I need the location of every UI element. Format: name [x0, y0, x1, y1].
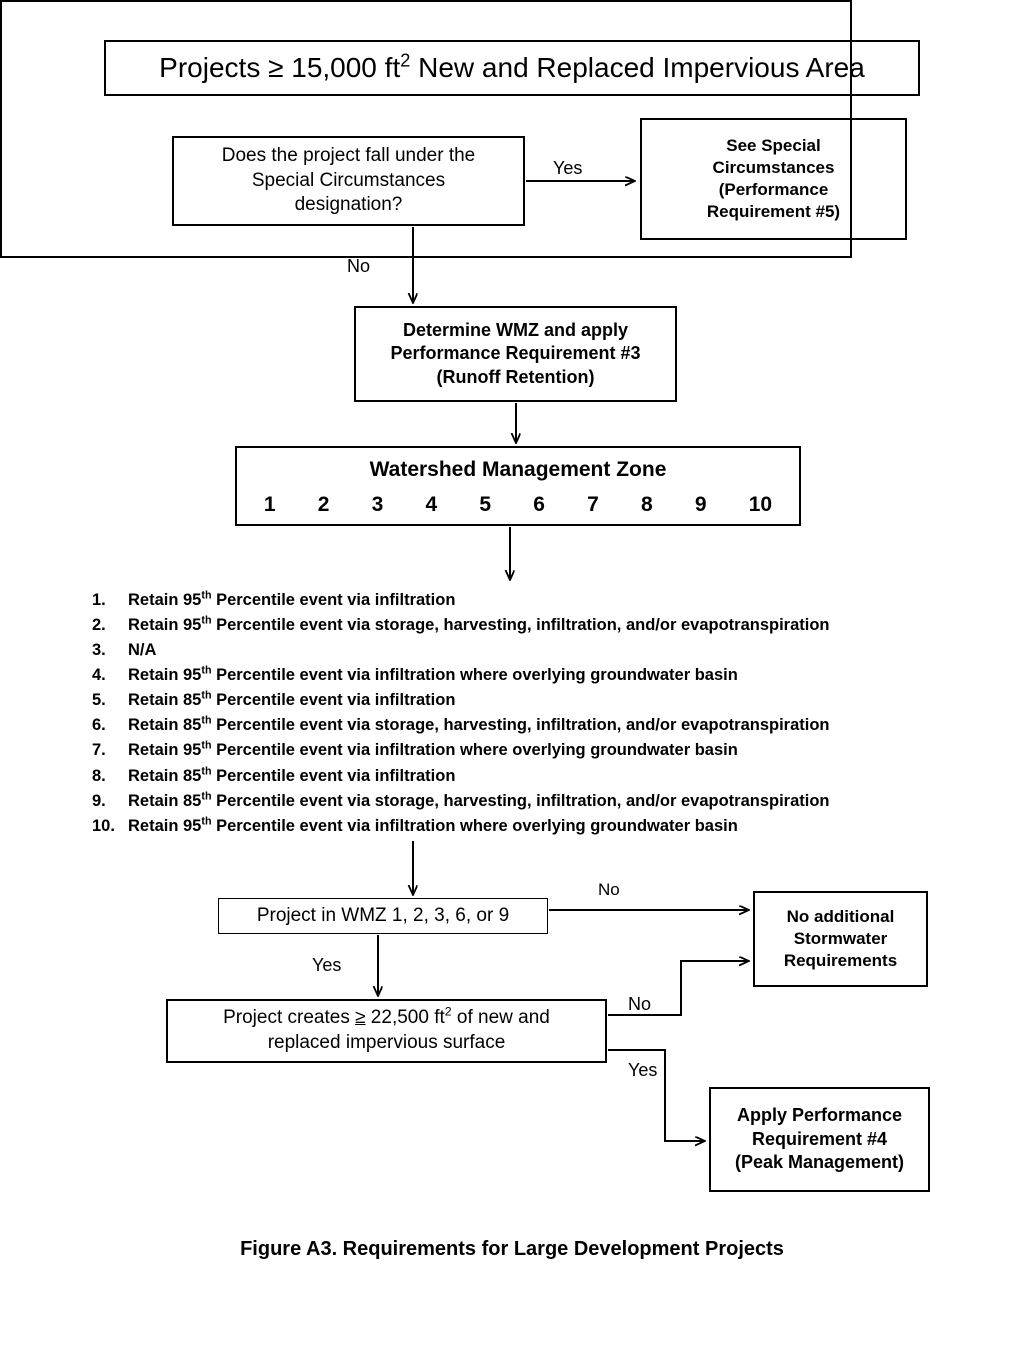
determine-line-3: (Runoff Retention) [436, 366, 595, 387]
node-determine-wmz: Determine WMZ and apply Performance Requ… [354, 306, 677, 402]
requirement-item: 10. Retain 95th Percentile event via infi… [92, 814, 937, 839]
requirement-text: N/A [128, 641, 157, 660]
requirement-text: Retain 85th Percentile event via infiltr… [128, 689, 456, 710]
wmz-number-10: 10 [748, 493, 773, 517]
requirement-item: 9. Retain 85th Percentile event via stora… [92, 789, 937, 814]
special-line-2: Circumstances [712, 157, 835, 177]
wmz-number-3: 3 [371, 493, 384, 517]
requirement-number: 6. [92, 716, 106, 735]
requirement-item: 1. Retain 95th Percentile event via infil… [92, 588, 937, 613]
decision-special-circumstances: Does the project fall under the Special … [172, 136, 525, 226]
requirement-item: 5. Retain 85th Percentile event via infil… [92, 688, 937, 713]
figure-caption: Figure A3. Requirements for Large Develo… [240, 1238, 784, 1260]
edge-label-no-area: No [628, 994, 652, 1014]
wmz-number-4: 4 [425, 493, 438, 517]
requirement-item: 8. Retain 85th Percentile event via infil… [92, 764, 937, 789]
requirement-item: 4. Retain 95th Percentile event via infil… [92, 663, 937, 688]
edge-label-yes-area: Yes [628, 1060, 658, 1080]
requirement-item: 3. N/A [92, 638, 937, 663]
pr4-line-3: (Peak Management) [734, 1152, 905, 1173]
requirements-list: 1. Retain 95th Percentile event via infil… [92, 588, 937, 839]
requirement-item: 7. Retain 95th Percentile event via infil… [92, 738, 937, 763]
nosw-line-2: Stormwater [793, 928, 888, 948]
title-text-post: New and Replaced Impervious Area [410, 51, 865, 83]
requirements-list-box [0, 0, 852, 258]
area-q-superscript: 2 [444, 1004, 452, 1019]
wmz-number-5: 5 [479, 493, 492, 517]
requirement-number: 2. [92, 616, 106, 635]
edge-label-no-wmz: No [598, 880, 620, 899]
area-q-post: of new and [451, 1007, 550, 1029]
special-line-3: (Performance [718, 180, 829, 199]
wmz-number-2: 2 [317, 493, 330, 517]
wmz-number-row: 1 2 3 4 5 6 7 8 9 10 [254, 491, 782, 518]
requirement-text: Retain 95th Percentile event via storage… [128, 614, 830, 635]
title-text-pre: Projects ≥ 15,000 ft [159, 51, 401, 83]
node-apply-performance-requirement-4: Apply Performance Requirement #4 (Peak M… [709, 1087, 930, 1192]
requirement-item: 2. Retain 95th Percentile event via stora… [92, 613, 937, 638]
requirement-text: Retain 85th Percentile event via storage… [128, 714, 830, 735]
wmz-number-9: 9 [694, 493, 707, 517]
requirement-text: Retain 95th Percentile event via infiltr… [128, 664, 738, 685]
requirement-text: Retain 85th Percentile event via storage… [128, 790, 830, 810]
edge-label-yes-special: Yes [553, 158, 583, 178]
requirement-text: Retain 85th Percentile event via infiltr… [128, 765, 456, 785]
requirement-number: 7. [92, 741, 106, 760]
requirement-number: 3. [92, 641, 106, 660]
area-q-gte-symbol: ≥ [355, 1007, 366, 1029]
title-superscript: 2 [400, 50, 411, 71]
q1-line-1: Does the project fall under the [221, 144, 476, 166]
wmz-question-label: Project in WMZ 1, 2, 3, 6, or 9 [256, 904, 510, 926]
requirement-text: Retain 95th Percentile event via infiltr… [128, 815, 738, 835]
area-question-line-1: Project creates ≥ 22,500 ft2 of new and [223, 1006, 550, 1031]
wmz-number-6: 6 [533, 493, 545, 517]
special-line-1: See Special [726, 135, 821, 155]
title-banner: Projects ≥ 15,000 ft2 New and Replaced I… [104, 40, 920, 96]
decision-project-area-threshold: Project creates ≥ 22,500 ft2 of new and … [166, 999, 607, 1063]
nosw-line-3: Requirements [783, 951, 898, 971]
node-no-additional-stormwater-requirements: No additional Stormwater Requirements [753, 891, 928, 987]
node-see-special-circumstances: See Special Circumstances (Performance R… [640, 118, 907, 240]
q1-line-3: designation? [294, 194, 403, 216]
requirement-number: 8. [92, 766, 106, 785]
requirement-text: Retain 95th Percentile event via infiltr… [128, 739, 738, 760]
determine-line-1: Determine WMZ and apply [402, 319, 629, 340]
special-line-4: Requirement #5) [706, 202, 841, 222]
wmz-header-label: Watershed Management Zone [369, 458, 667, 481]
pr4-line-2: Requirement #4 [751, 1128, 888, 1149]
area-q-mid: 22,500 ft [365, 1007, 445, 1029]
nosw-line-1: No additional [786, 906, 895, 926]
wmz-number-7: 7 [587, 493, 599, 517]
requirement-text: Retain 95th Percentile event via infiltr… [128, 589, 456, 609]
requirement-item: 6. Retain 85th Percentile event via stora… [92, 713, 937, 738]
pr4-line-1: Apply Performance [736, 1105, 903, 1126]
wmz-number-1: 1 [263, 493, 276, 517]
area-q-pre: Project creates [223, 1007, 356, 1029]
wmz-number-8: 8 [640, 493, 653, 517]
q1-line-2: Special Circumstances [251, 169, 446, 191]
node-watershed-management-zone: Watershed Management Zone 1 2 3 4 5 6 7 … [235, 446, 801, 526]
requirement-number: 1. [92, 591, 106, 609]
requirement-number: 4. [92, 666, 106, 685]
decision-project-in-wmz: Project in WMZ 1, 2, 3, 6, or 9 [218, 898, 548, 934]
requirement-number: 9. [92, 791, 106, 810]
edge-label-yes-wmz: Yes [312, 955, 342, 975]
determine-line-2: Performance Requirement #3 [390, 343, 641, 364]
requirement-number: 10. [92, 816, 115, 835]
area-question-line-2: replaced impervious surface [267, 1032, 506, 1053]
edge-label-no-special: No [347, 256, 371, 276]
requirement-number: 5. [92, 691, 106, 710]
